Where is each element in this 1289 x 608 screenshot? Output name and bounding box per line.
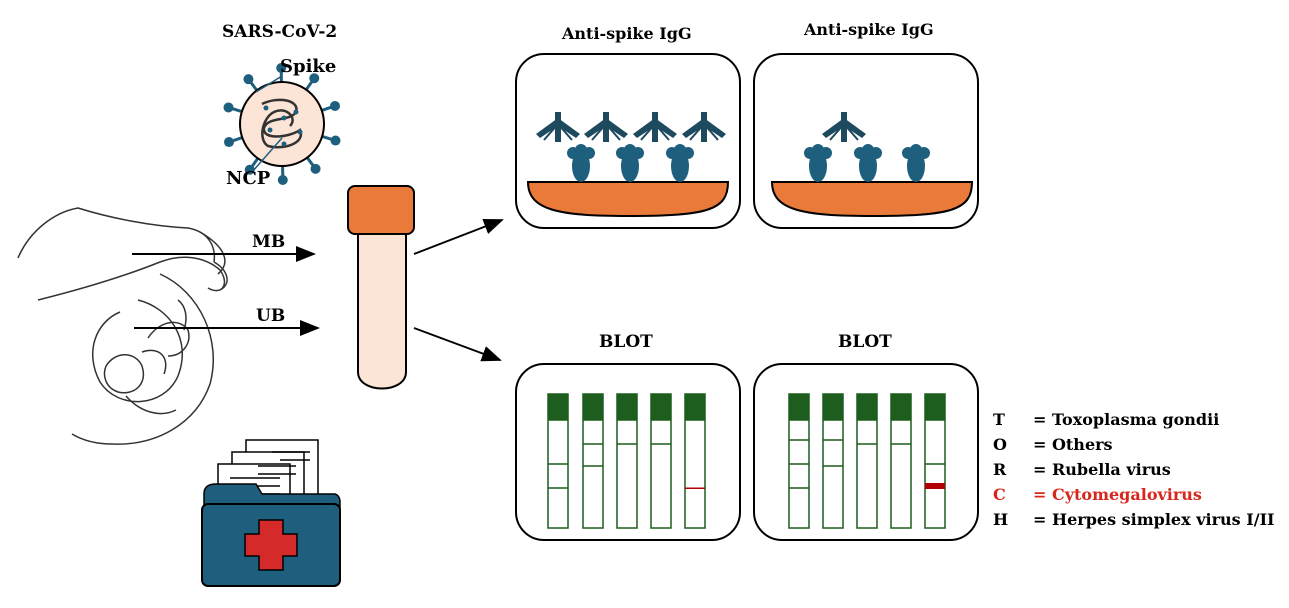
spike-head: [224, 102, 234, 112]
blot-strip-top: [685, 394, 705, 420]
spike-head: [224, 137, 234, 147]
ub-label: UB: [256, 306, 285, 326]
virus-title: SARS-CoV-2: [222, 22, 337, 42]
legend-text: = Rubella virus: [1033, 460, 1171, 479]
elisa-plate: [528, 182, 728, 216]
legend-row-o: O= Others: [993, 435, 1113, 454]
igg-right-title: Anti-spike IgG: [804, 20, 934, 39]
blot-strip-top: [548, 394, 568, 420]
legend-letter: R: [993, 460, 1033, 479]
legend-text: = Others: [1033, 435, 1113, 454]
blot-strip-top: [857, 394, 877, 420]
spike-head: [330, 101, 340, 111]
spike-head: [243, 74, 253, 84]
legend-row-h: H= Herpes simplex virus I/II: [993, 510, 1275, 529]
antigen-lobe: [910, 144, 922, 156]
spike-label: Spike: [280, 56, 336, 77]
pregnant-woman-illustration: [18, 208, 227, 444]
legend-row-r: R= Rubella virus: [993, 460, 1171, 479]
ncp-label: NCP: [226, 168, 270, 189]
legend-row-c: C= Cytomegalovirus: [993, 485, 1202, 504]
spike-head: [311, 164, 321, 174]
tube-body: [358, 228, 406, 389]
virus-particle: [224, 63, 341, 185]
legend-text: = Toxoplasma gondii: [1033, 410, 1219, 429]
legend-letter: T: [993, 410, 1033, 429]
blot-strip-top: [925, 394, 945, 420]
arrow-to-igg: [414, 220, 502, 254]
blot-left-title: BLOT: [599, 332, 653, 352]
elisa-plates: [528, 182, 972, 216]
blot-right-title: BLOT: [838, 332, 892, 352]
blot-strip-top: [891, 394, 911, 420]
elisa-plate: [772, 182, 972, 216]
blot-strip-top: [583, 394, 603, 420]
blot-strip-top: [617, 394, 637, 420]
blot-positive-band: [685, 488, 705, 490]
test-tube: [348, 186, 414, 389]
legend-letter: H: [993, 510, 1033, 529]
blot-positive-band: [925, 483, 945, 489]
antigen-lobe: [674, 144, 686, 156]
mb-label: MB: [252, 232, 285, 252]
spike-head: [330, 136, 340, 146]
blot-strip-top: [823, 394, 843, 420]
blot-strip-top: [789, 394, 809, 420]
spike-head: [278, 175, 288, 185]
antigen-lobe: [575, 144, 587, 156]
tube-cap: [348, 186, 414, 234]
legend-row-t: T= Toxoplasma gondii: [993, 410, 1219, 429]
legend-text: = Herpes simplex virus I/II: [1033, 510, 1275, 529]
legend-text: = Cytomegalovirus: [1033, 485, 1202, 504]
medical-record-folder: [202, 440, 340, 586]
antigen-lobe: [624, 144, 636, 156]
antigen-lobe: [812, 144, 824, 156]
blot-strip-top: [651, 394, 671, 420]
arrow-to-blot: [414, 328, 500, 360]
igg-left-title: Anti-spike IgG: [562, 24, 692, 43]
legend-letter: C: [993, 485, 1033, 504]
antigen-lobe: [862, 144, 874, 156]
legend-letter: O: [993, 435, 1033, 454]
virus-envelope: [240, 82, 324, 166]
